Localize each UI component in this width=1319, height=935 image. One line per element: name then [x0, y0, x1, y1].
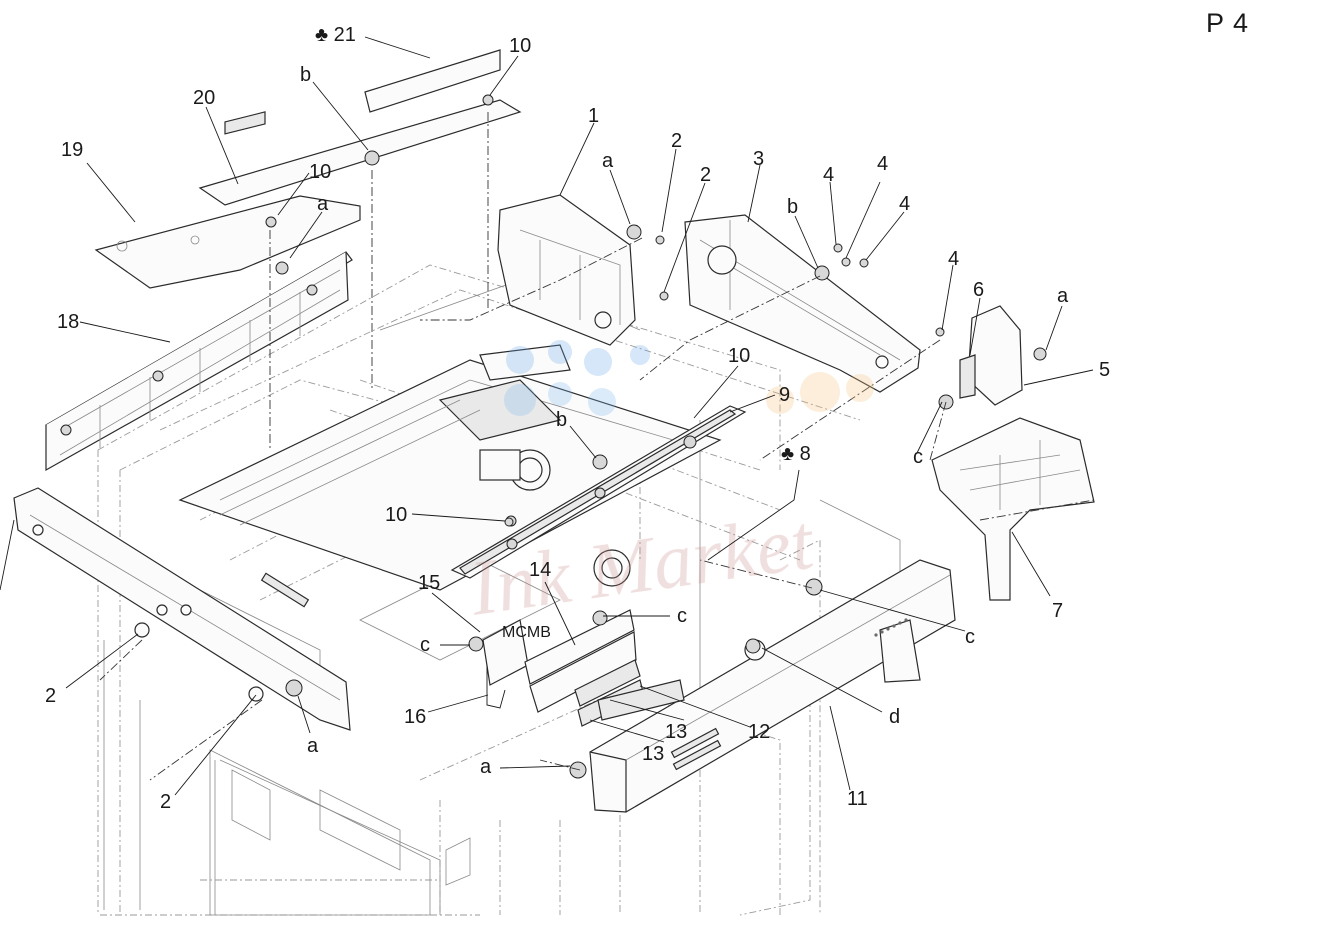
scanner-carriage	[178, 344, 722, 591]
callout-a: a	[480, 756, 492, 778]
callout-9: 9	[779, 384, 790, 406]
callout-c: c	[420, 634, 430, 656]
callout-c: c	[677, 605, 687, 627]
callout-16: 16	[404, 706, 426, 728]
callout-10: 10	[385, 504, 407, 526]
callout-2: 2	[671, 130, 682, 152]
callout-6: 6	[973, 279, 984, 301]
callout-c: c	[913, 446, 923, 468]
callout-3: 3	[753, 148, 764, 170]
leader-lines	[0, 36, 1094, 796]
callout-4: 4	[899, 193, 910, 215]
callout-2: 2	[700, 164, 711, 186]
callout-7: 7	[1052, 600, 1063, 622]
callout-8: ♣ 8	[781, 443, 811, 465]
page-number: P 4	[1206, 8, 1250, 38]
rear-vent-grill	[209, 749, 471, 916]
callout-11: 11	[847, 788, 868, 810]
vent-holes	[874, 618, 908, 637]
callout-10: 10	[728, 345, 750, 367]
callout-2: 2	[45, 685, 56, 707]
callout-20: 20	[193, 87, 215, 109]
part-19-plate	[94, 195, 361, 289]
part-7-cover	[931, 417, 1095, 601]
callout-10: 10	[509, 35, 531, 57]
part-18-rail	[45, 251, 353, 472]
callout-12: 12	[748, 721, 770, 743]
part-21-plate	[198, 49, 522, 206]
callout-4: 4	[823, 164, 834, 186]
callout-10: 10	[309, 161, 331, 183]
callout-d: d	[889, 706, 900, 728]
callout-4: 4	[877, 153, 888, 175]
callout-b: b	[556, 409, 567, 431]
part-9-bar	[450, 405, 747, 579]
assembly-lines	[99, 112, 1095, 781]
callout-13: 13	[665, 721, 687, 743]
part-1-cover	[497, 194, 636, 346]
callout-c: c	[965, 626, 975, 648]
callout-a: a	[602, 150, 614, 172]
callout-b: b	[787, 196, 798, 218]
callout-b: b	[300, 64, 311, 86]
callout-14: 14	[529, 559, 551, 581]
callout-4: 4	[948, 248, 959, 270]
callout-13: 13	[642, 743, 664, 765]
callout-a: a	[1057, 285, 1069, 307]
callouts: ♣ 21 10 b 20 19 10 a 1 a 2 2 3 b 4 4 4 4…	[45, 24, 1110, 813]
callout-15: 15	[418, 572, 440, 594]
front-bar	[13, 487, 351, 731]
part-5-bracket	[938, 305, 1047, 410]
callout-1: 1	[588, 105, 599, 127]
callout-a: a	[317, 193, 329, 215]
mcmb-label: MCMB	[502, 624, 551, 641]
mcmb-board	[468, 609, 685, 727]
callout-21: ♣ 21	[315, 24, 356, 46]
mechanism-details	[248, 454, 823, 779]
part-3-cover	[684, 214, 921, 393]
callout-2: 2	[160, 791, 171, 813]
callout-a: a	[307, 735, 319, 757]
callout-19: 19	[61, 139, 83, 161]
part-11-bar	[589, 559, 956, 813]
callout-5: 5	[1099, 359, 1110, 381]
callout-18: 18	[57, 311, 79, 333]
